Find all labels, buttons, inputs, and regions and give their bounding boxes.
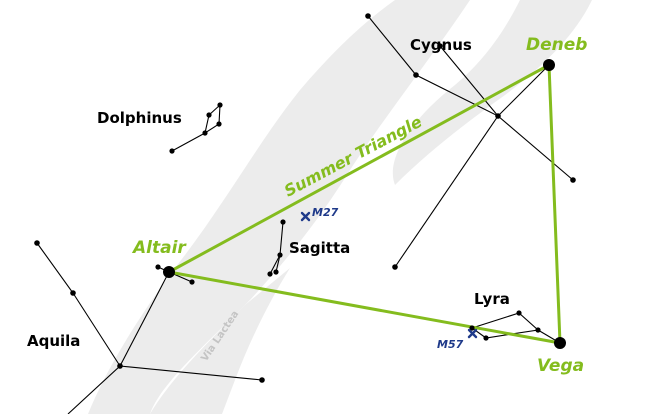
star-dot-icon [277, 252, 283, 258]
milky-way-band [88, 0, 592, 414]
cygnus-line-body [394, 115, 499, 268]
aquila-line-right-wing [119, 365, 263, 381]
cygnus-line-neck [367, 15, 550, 117]
star-dot-icon [189, 279, 195, 285]
lyra-stars [469, 310, 541, 341]
star-dot-icon [169, 148, 175, 154]
aquila-label: Aquila [27, 332, 80, 350]
milky-way-band-right [392, 0, 592, 185]
star-dot-icon [469, 325, 475, 331]
dolphinus-line-tail [171, 132, 206, 152]
deneb-label: Deneb [526, 35, 587, 55]
milky-way-band-lower [150, 268, 290, 414]
star-dot-icon [437, 43, 443, 49]
star-dot-icon [392, 264, 398, 270]
star-dot-icon [216, 121, 222, 127]
aquila-stars [34, 240, 265, 383]
star-dot-icon [365, 13, 371, 19]
milky-way-band-main [88, 0, 470, 414]
m27-x-cross-icon [300, 211, 311, 222]
vega-label: Vega [537, 356, 584, 376]
cygnus-label: Cygnus [410, 36, 472, 54]
sagitta-label: Sagitta [289, 239, 350, 257]
lyra-label: Lyra [474, 290, 510, 308]
vega-star-dot-icon [554, 337, 566, 349]
cygnus-stars [365, 13, 576, 270]
bright-stars [163, 59, 566, 349]
star-dot-icon [570, 177, 576, 183]
star-dot-icon [34, 240, 40, 246]
star-dot-icon [516, 310, 522, 316]
dolphinus-diamond [204, 103, 221, 135]
star-dot-icon [206, 112, 212, 118]
star-dot-icon [535, 327, 541, 333]
dolphinus-stars [169, 102, 223, 154]
sagitta-stars [267, 219, 286, 277]
star-dot-icon [413, 72, 419, 78]
star-dot-icon [117, 363, 123, 369]
altair-label: Altair [131, 238, 187, 258]
m57-label: M57 [437, 338, 464, 351]
star-dot-icon [155, 264, 161, 270]
dolphinus-label: Dolphinus [97, 109, 182, 127]
deneb-star-dot-icon [543, 59, 555, 71]
sagitta-line-branch [275, 254, 281, 273]
m57-x-cross-icon [467, 328, 478, 339]
star-dot-icon [273, 269, 279, 275]
star-dot-icon [202, 130, 208, 136]
m27-label: M27 [312, 206, 339, 219]
star-dot-icon [280, 219, 286, 225]
altair-star-dot-icon [163, 266, 175, 278]
star-dot-icon [259, 377, 265, 383]
star-dot-icon [267, 271, 273, 277]
summer-triangle [167, 63, 562, 345]
star-dot-icon [495, 113, 501, 119]
star-dot-icon [70, 290, 76, 296]
star-dot-icon [483, 335, 489, 341]
star-dot-icon [217, 102, 223, 108]
